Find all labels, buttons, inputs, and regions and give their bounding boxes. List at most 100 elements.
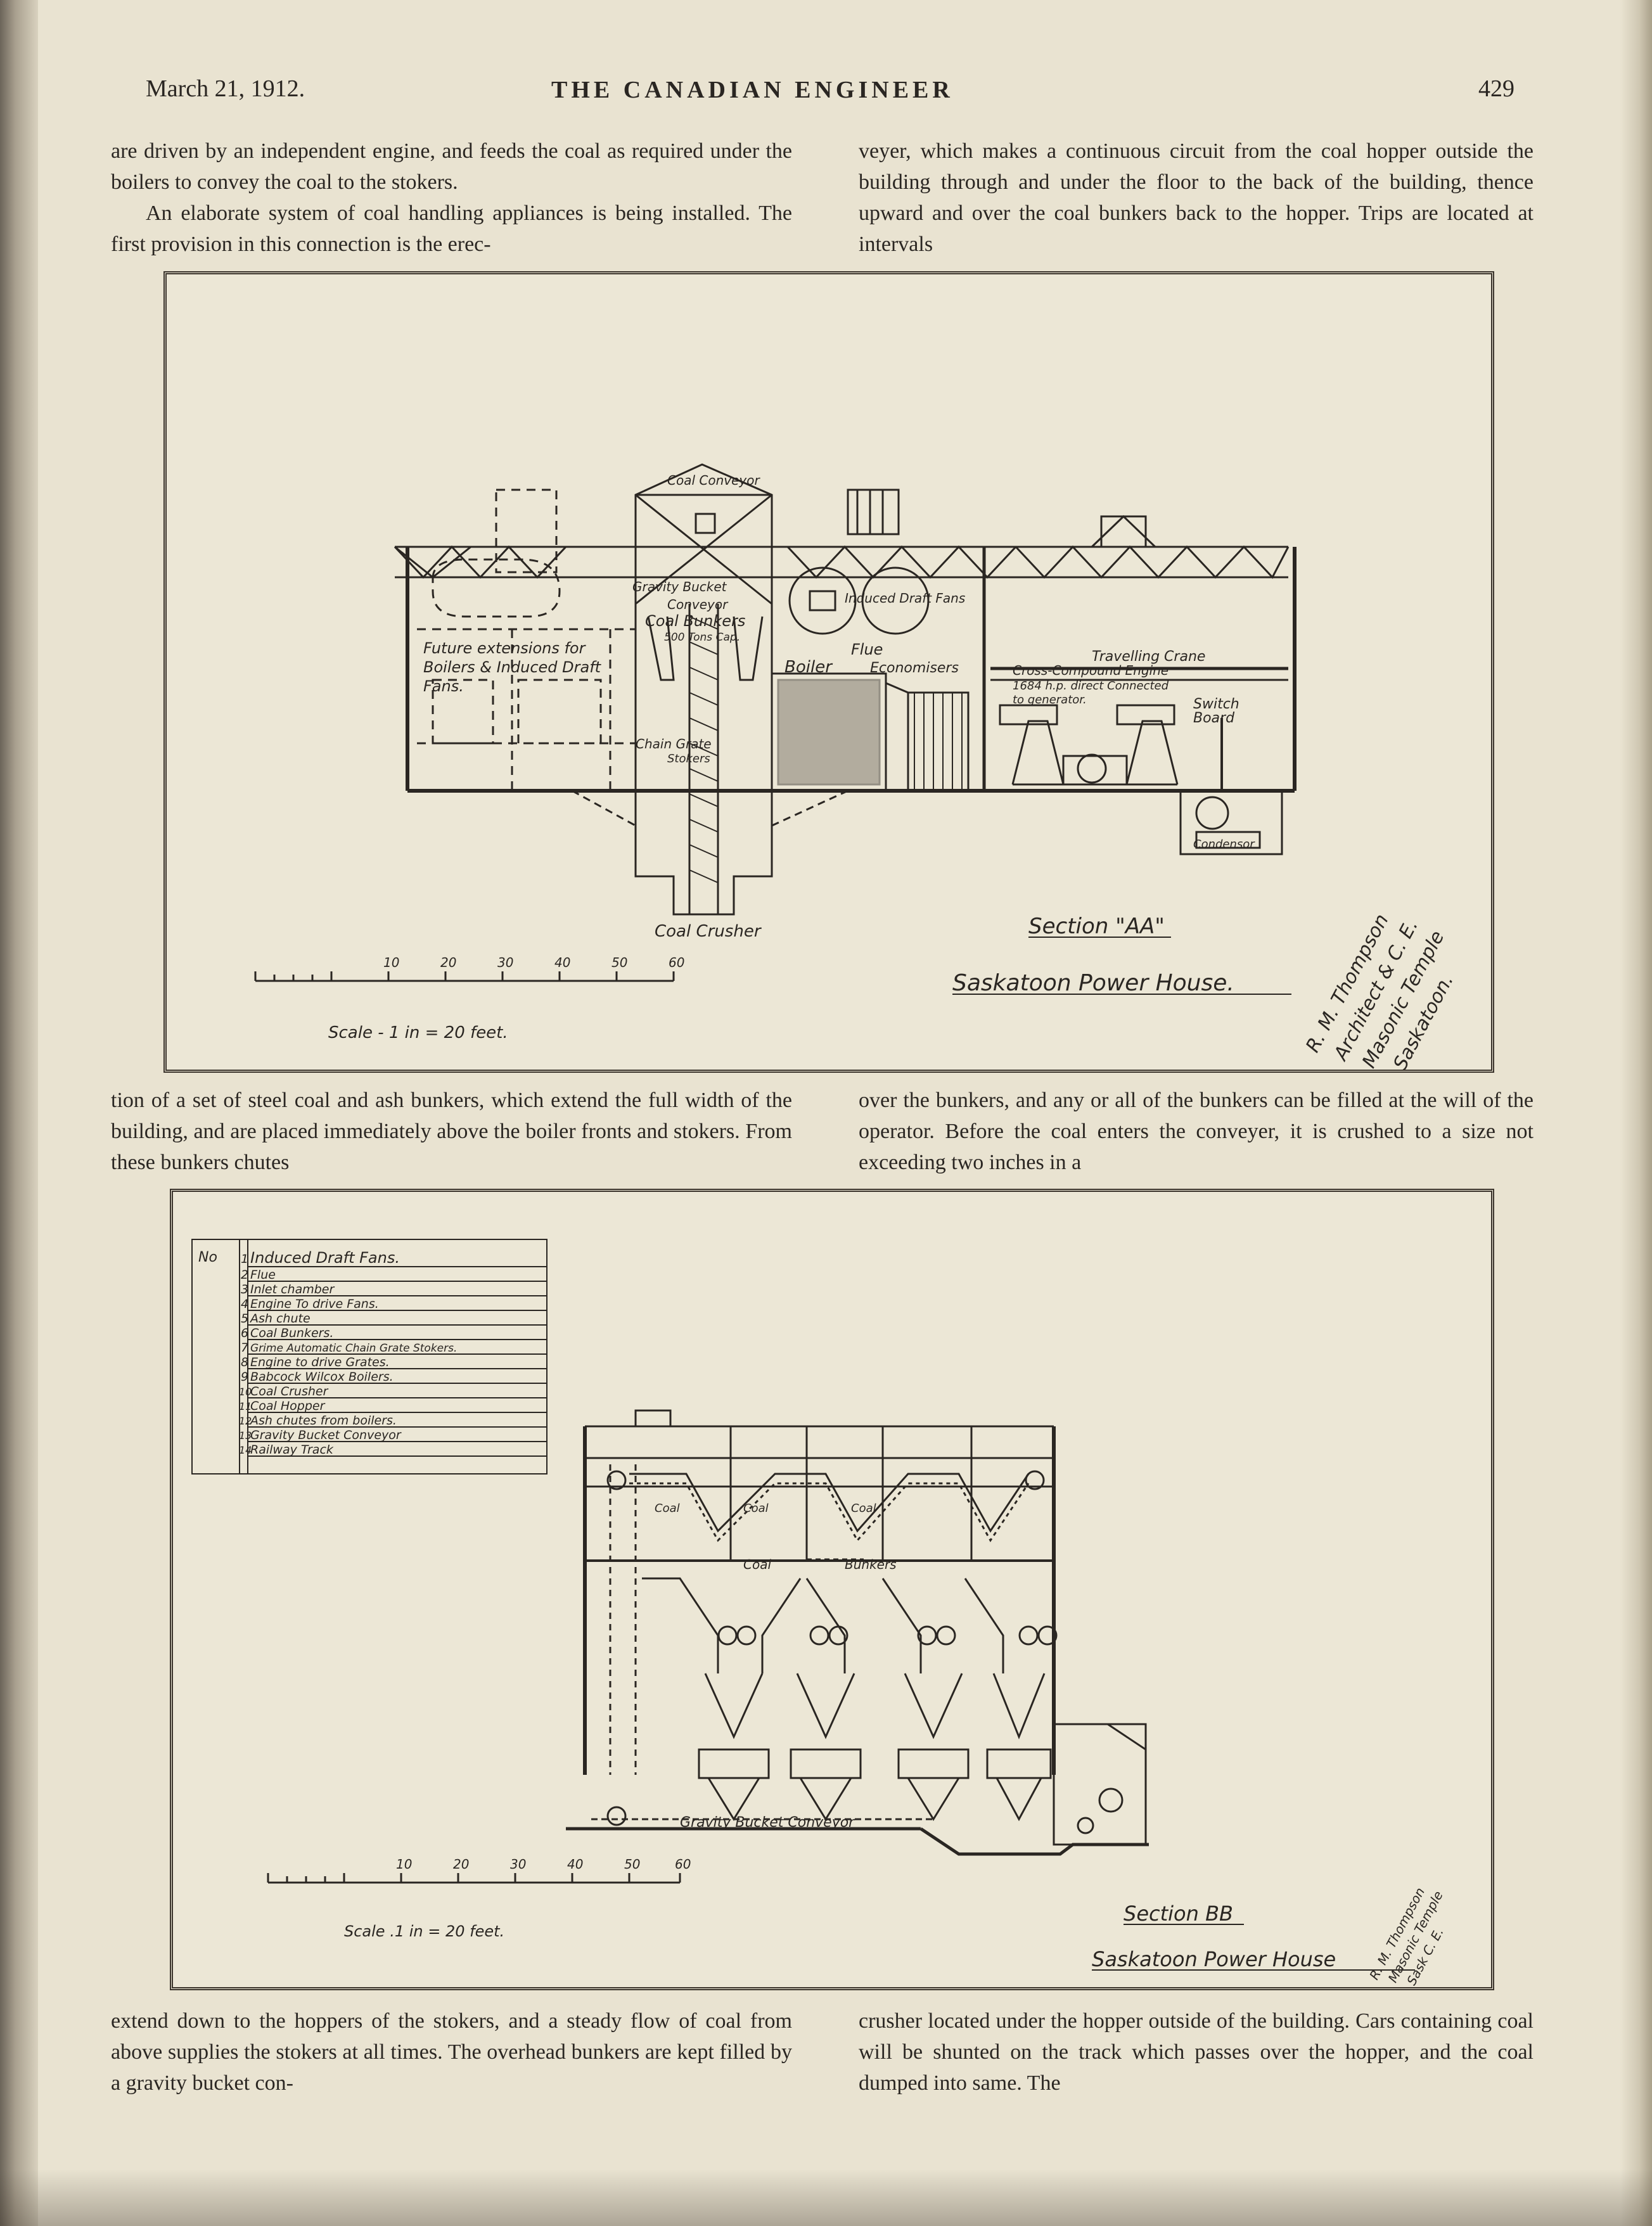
scale-bar — [254, 971, 675, 982]
legend-number: 14 — [239, 1444, 252, 1456]
legend-label: Engine to drive Grates. — [250, 1355, 390, 1369]
legend-table — [191, 1239, 547, 1474]
legend-number: 5 — [241, 1312, 248, 1326]
paragraph: crusher located under the hopper outside… — [859, 2009, 1534, 2095]
page-edge — [1620, 0, 1652, 2226]
label-economisers: Economisers — [870, 660, 959, 676]
legend-number: 3 — [241, 1283, 248, 1296]
label-conveyor: Conveyor — [667, 597, 729, 612]
book-spine-shadow — [0, 0, 38, 2226]
scale-label: Scale - 1 in = 20 feet. — [328, 1023, 508, 1042]
legend-label: Induced Draft Fans. — [250, 1249, 400, 1267]
legend-label: Inlet chamber — [250, 1283, 335, 1296]
scale-tick: 30 — [497, 955, 513, 970]
label-coal: Coal — [743, 1502, 769, 1515]
drawing-labels: Coal Coal Coal Coal Bunkers Gravity Buck… — [344, 1502, 1336, 1971]
drawing-title: Saskatoon Power House — [1092, 1947, 1336, 1971]
page-number: 429 — [1478, 75, 1514, 102]
scale-tick: 10 — [396, 1857, 412, 1872]
label-future-2: Boilers & Induced Draft — [423, 658, 602, 676]
label-flue: Flue — [851, 641, 883, 658]
label-coal: Coal — [743, 1557, 771, 1572]
label-board: Board — [1193, 710, 1235, 726]
legend-number: 10 — [239, 1386, 252, 1398]
label-engine-1: Cross-Compound Engine — [1013, 663, 1169, 678]
legend-label: Railway Track — [250, 1443, 334, 1457]
legend-label: Ash chutes from boilers. — [249, 1414, 397, 1428]
paragraph: veyer, which makes a continuous circuit … — [859, 139, 1534, 256]
scale-tick: 50 — [624, 1857, 640, 1872]
legend-number: 6 — [241, 1326, 248, 1340]
label-coal-conveyor: Coal Conveyor — [667, 473, 760, 488]
label-stokers: Stokers — [667, 752, 710, 765]
journal-title: THE CANADIAN ENGINEER — [551, 77, 954, 103]
legend-number: 7 — [241, 1341, 248, 1355]
issue-date: March 21, 1912. — [146, 75, 305, 102]
running-header: March 21, 1912. THE CANADIAN ENGINEER 42… — [146, 75, 1514, 119]
scale-tick: 50 — [611, 955, 627, 970]
scale-ticks: 10 20 30 40 50 60 — [396, 1857, 691, 1872]
legend-number: 13 — [239, 1430, 252, 1442]
text-left-bottom: extend down to the hoppers of the stoker… — [111, 2005, 792, 2099]
scale-label: Scale .1 in = 20 feet. — [344, 1922, 504, 1940]
label-tons: 500 Tons Cap. — [664, 631, 740, 644]
legend-number: 9 — [241, 1370, 248, 1384]
section-aa-drawing: 10 20 30 40 50 60 Coal Conveyor Gravity … — [254, 463, 1458, 1074]
legend-label: Babcock Wilcox Boilers. — [250, 1370, 394, 1384]
section-label: Section "AA" — [1028, 914, 1165, 939]
legend-entries: No 1 Induced Draft Fans. 2 Flue 3 Inlet … — [198, 1249, 457, 1457]
paragraph: extend down to the hoppers of the stoker… — [111, 2009, 792, 2095]
scale-tick: 20 — [440, 955, 456, 970]
architect-signature: R. M. Thompson Architect & C. E. Masonic… — [1302, 911, 1458, 1074]
legend-label: Coal Crusher — [250, 1385, 329, 1398]
scale-tick: 60 — [669, 955, 684, 970]
legend-header: No — [198, 1250, 217, 1265]
paragraph: An elaborate system of coal handling app… — [111, 201, 792, 256]
legend-number: 12 — [239, 1415, 252, 1427]
label-gravity-bucket: Gravity Bucket — [632, 579, 727, 594]
scale-tick: 40 — [567, 1857, 583, 1872]
legend-label: Flue — [250, 1268, 276, 1282]
page-bottom-shadow — [0, 2169, 1652, 2226]
legend-number: 2 — [241, 1268, 248, 1282]
scale-tick: 30 — [510, 1857, 526, 1872]
label-boiler: Boiler — [784, 658, 833, 677]
text-right-mid: over the bunkers, and any or all of the … — [859, 1085, 1534, 1178]
text-left-mid: tion of a set of steel coal and ash bunk… — [111, 1085, 792, 1178]
label-coal-bunkers: Coal Bunkers — [645, 612, 745, 630]
drawing-labels: Coal Conveyor Gravity Bucket Conveyor Co… — [328, 473, 1255, 1042]
legend-number: 4 — [241, 1297, 248, 1311]
label-chain-grate: Chain Grate — [636, 736, 712, 752]
section-label: Section BB — [1124, 1902, 1233, 1926]
legend-label: Coal Bunkers. — [250, 1326, 333, 1340]
legend-label: Ash chute — [249, 1312, 311, 1326]
label-switch: Switch — [1193, 696, 1239, 712]
legend-number: 8 — [241, 1355, 248, 1369]
paragraph: tion of a set of steel coal and ash bunk… — [111, 1089, 792, 1174]
scale-bar — [267, 1873, 681, 1884]
label-gravity-bucket-conveyor: Gravity Bucket Conveyor — [680, 1815, 855, 1831]
scale-tick: 60 — [675, 1857, 691, 1872]
legend-label: Gravity Bucket Conveyor — [250, 1428, 402, 1442]
legend-number: 11 — [239, 1400, 252, 1412]
label-future-1: Future extensions for — [423, 639, 587, 657]
drawing-title: Saskatoon Power House. — [952, 970, 1234, 996]
section-bb-drawing: No 1 Induced Draft Fans. 2 Flue 3 Inlet … — [191, 1239, 1447, 1988]
text-left-top: are driven by an independent engine, and… — [111, 136, 792, 260]
scale-tick: 10 — [383, 955, 399, 970]
legend-label: Coal Hopper — [250, 1399, 326, 1413]
text-right-bottom: crusher located under the hopper outside… — [859, 2005, 1534, 2099]
label-coal: Coal — [851, 1502, 876, 1515]
label-coal-crusher: Coal Crusher — [655, 922, 762, 941]
legend-number: 1 — [241, 1252, 248, 1266]
figure-section-aa: 10 20 30 40 50 60 Coal Conveyor Gravity … — [163, 271, 1494, 1074]
label-induced-draft-fans: Induced Draft Fans — [845, 591, 965, 606]
legend-label: Engine To drive Fans. — [250, 1297, 379, 1311]
scale-tick: 20 — [453, 1857, 469, 1872]
label-travelling-crane: Travelling Crane — [1092, 649, 1205, 665]
label-engine-2: 1684 h.p. direct Connected — [1013, 679, 1169, 693]
paragraph: are driven by an independent engine, and… — [111, 139, 792, 194]
label-future-3: Fans. — [423, 677, 464, 695]
label-condenser: Condensor — [1193, 838, 1255, 851]
figure-section-bb: No 1 Induced Draft Fans. 2 Flue 3 Inlet … — [170, 1189, 1494, 1990]
